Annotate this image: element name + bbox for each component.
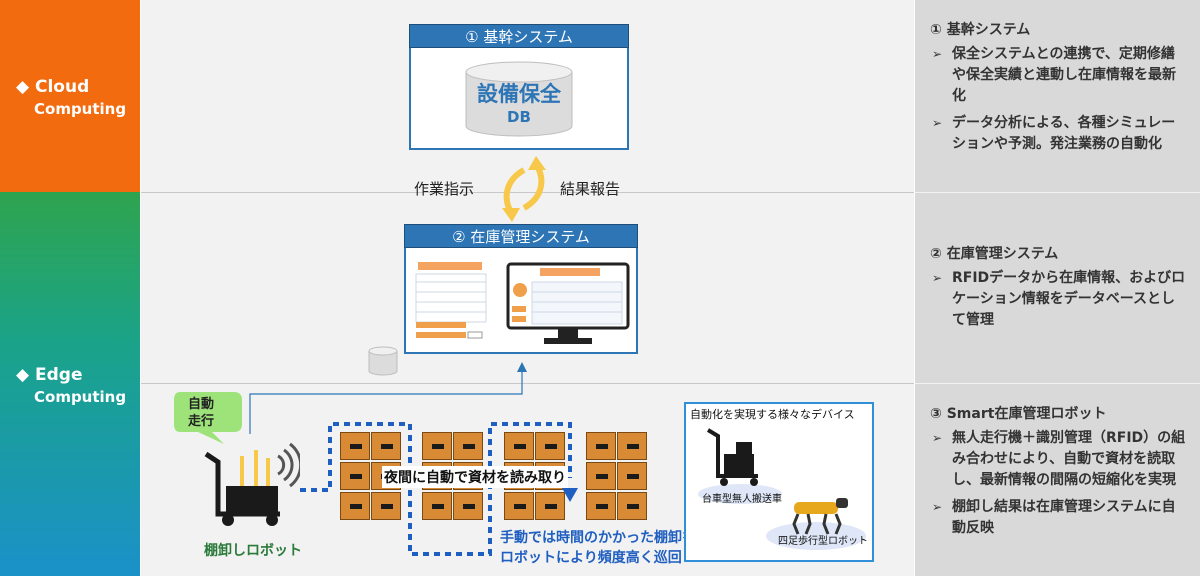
bullet: データ分析による、各種シミュレーションや予測。発注業務の自動化 <box>932 113 1186 155</box>
shelf-crate <box>371 492 401 520</box>
shelf-crate <box>371 432 401 460</box>
shelf-crate <box>586 462 616 490</box>
divider <box>915 192 1200 193</box>
shelf-crate <box>586 432 616 460</box>
bullet: 保全システムとの連携で、定期修繕や保全実績と連動し在庫情報を最新化 <box>932 44 1186 107</box>
bullet: RFIDデータから在庫情報、およびロケーション情報をデータベースとして管理 <box>932 268 1186 331</box>
result-report-label: 結果報告 <box>560 180 621 198</box>
shelf-crate <box>586 492 616 520</box>
quadruped-label: 四足歩行型ロボット <box>778 536 868 547</box>
shelf-crate <box>340 432 370 460</box>
shelf-crate <box>453 432 483 460</box>
edge-band <box>0 192 140 576</box>
shelf-crate <box>340 462 370 490</box>
night-reading-text: 夜間に自動で資材を読み取り <box>382 466 568 488</box>
divider <box>141 192 914 193</box>
shelf-crate <box>617 432 647 460</box>
inventory-system-title: ② 在庫管理システム <box>404 224 638 248</box>
shelf-crate <box>504 432 534 460</box>
bullet: 棚卸し結果は在庫管理システムに自動反映 <box>932 497 1186 539</box>
auto-run-text: 自動 走行 <box>188 397 215 429</box>
inventory-list-screen-icon <box>415 262 487 339</box>
quadruped-robot-icon <box>766 498 866 550</box>
work-instruction-label: 作業指示 <box>414 180 475 198</box>
cloud-band <box>0 0 140 192</box>
shelf-crate <box>535 492 565 520</box>
shelf-crate <box>535 432 565 460</box>
core-system-title: ① 基幹システム <box>409 24 629 48</box>
agv-icon <box>698 428 782 504</box>
shelf-crate <box>453 492 483 520</box>
database-icon <box>465 61 573 137</box>
robot-path-dotted <box>300 422 578 556</box>
divider <box>141 383 914 384</box>
monitor-icon <box>506 262 630 344</box>
agv-label: 台車型無人搬送車 <box>702 494 782 505</box>
shelf-crate <box>422 432 452 460</box>
patrol-note: 手動では時間のかかった棚卸を ロボットにより頻度高く巡回 <box>500 530 696 566</box>
bullet: 無人走行機＋識別管理（RFID）の組み合わせにより、自動で資材を読取し、最新情報… <box>932 428 1186 491</box>
shelf-crate <box>340 492 370 520</box>
shelf-crate <box>422 492 452 520</box>
auto-run-badge <box>174 392 242 444</box>
core-system-description: ① 基幹システム 保全システムとの連携で、定期修繕や保全実績と連動し在庫情報を最… <box>930 20 1186 161</box>
shelf-crate <box>617 462 647 490</box>
db-sub-label: DB <box>507 108 531 126</box>
db-name-label: 設備保全 <box>477 82 561 106</box>
devices-title: 自動化を実現する様々なデバイス <box>690 408 855 421</box>
small-database-icon <box>368 346 398 376</box>
robot-label: 棚卸しロボット <box>204 543 302 559</box>
sync-arrows-icon <box>502 156 546 222</box>
inventory-system-description: ② 在庫管理システム RFIDデータから在庫情報、およびロケーション情報をデータ… <box>930 244 1186 337</box>
inventory-robot-icon <box>204 442 300 526</box>
robot-description: ③ Smart在庫管理ロボット 無人走行機＋識別管理（RFID）の組み合わせによ… <box>930 404 1186 545</box>
robot-to-system-connector <box>249 362 527 434</box>
shelf-crate <box>504 492 534 520</box>
shelf-crate <box>617 492 647 520</box>
divider <box>915 383 1200 384</box>
